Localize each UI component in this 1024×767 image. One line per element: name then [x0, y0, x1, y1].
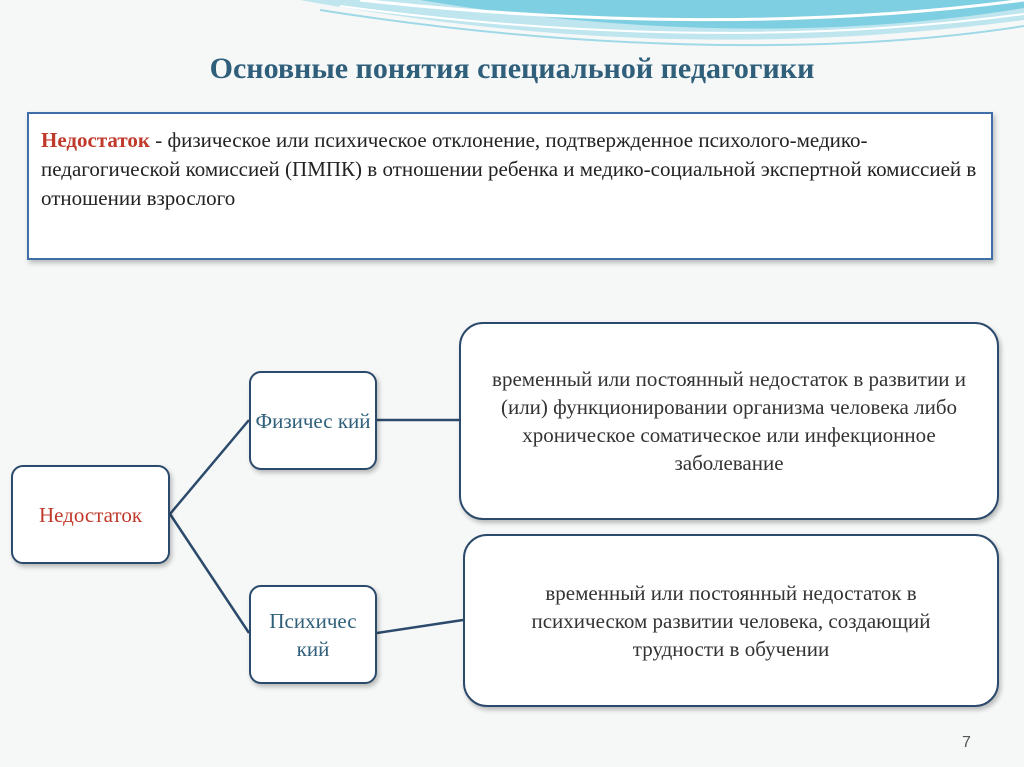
page-number: 7	[962, 734, 971, 751]
node-root: Недостаток	[11, 465, 170, 564]
definition-text: - физическое или психическое отклонение,…	[41, 128, 977, 210]
decorative-wave	[300, 0, 1024, 47]
slide-title: Основные понятия специальной педагогики	[209, 52, 815, 85]
description-psychical: временный или постоянный недостаток в пс…	[463, 534, 999, 707]
node-psychical: Психичес кий	[249, 585, 377, 684]
definition-box: Недостаток - физическое или психическое …	[27, 112, 993, 260]
node-physical: Физичес кий	[249, 371, 377, 470]
definition-term: Недостаток	[41, 128, 150, 152]
description-physical: временный или постоянный недостаток в ра…	[459, 322, 999, 520]
